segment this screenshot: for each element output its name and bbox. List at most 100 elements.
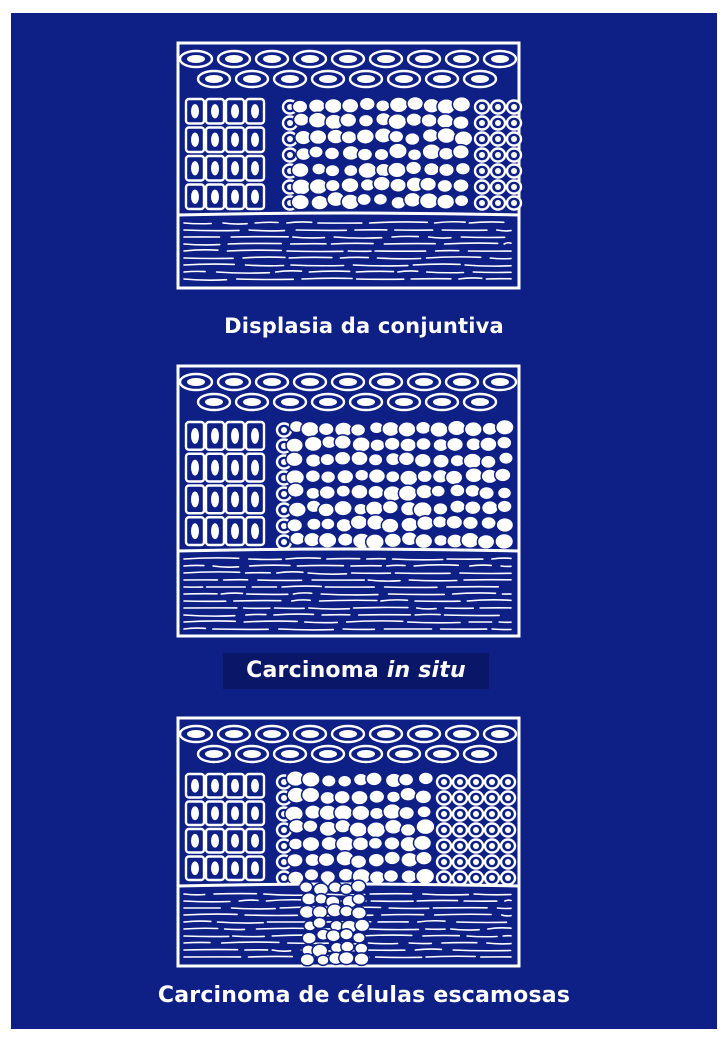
cell-nucleus: [191, 104, 199, 118]
cell-nucleus: [339, 378, 357, 386]
atypical-cell: [384, 533, 401, 548]
atypical-cell: [321, 518, 335, 530]
atypical-cell: [368, 454, 382, 466]
atypical-cell: [433, 454, 449, 468]
atypical-cell: [305, 470, 320, 483]
cell-nucleus: [415, 730, 433, 738]
atypical-cell: [404, 192, 421, 207]
stroma-fiber: [320, 600, 377, 601]
atypical-cell: [453, 116, 469, 130]
atypical-cell: [465, 501, 481, 515]
stroma-fiber: [392, 236, 418, 237]
atypical-cell: [290, 532, 305, 545]
stroma-fiber: [409, 943, 431, 944]
cell-nucleus: [281, 75, 299, 83]
cell-nucleus: [457, 859, 463, 865]
cell-nucleus: [211, 104, 219, 118]
atypical-cell: [437, 179, 452, 192]
cell-nucleus: [495, 168, 501, 174]
atypical-cell: [416, 868, 435, 884]
atypical-cell: [321, 471, 336, 484]
cell-nucleus: [191, 861, 199, 875]
atypical-cell: [300, 882, 313, 893]
cell-nucleus: [211, 460, 219, 476]
cell-nucleus: [251, 834, 259, 848]
cell-nucleus: [489, 859, 495, 865]
stroma-fiber: [408, 622, 460, 623]
cell-nucleus: [191, 428, 199, 444]
stroma-fiber: [250, 565, 290, 566]
atypical-cell: [367, 822, 386, 838]
dysplasia-diagram: [166, 33, 531, 298]
cell-nucleus: [187, 730, 205, 738]
cell-nucleus: [231, 834, 239, 848]
atypical-cell: [497, 487, 511, 499]
atypical-cell: [320, 453, 335, 465]
atypical-cell: [382, 500, 398, 514]
atypical-cell: [481, 455, 496, 468]
atypical-cell: [416, 421, 431, 434]
cell-nucleus: [191, 133, 199, 147]
atypical-cell: [439, 147, 454, 160]
stroma-fiber: [497, 230, 511, 231]
atypical-cell: [340, 884, 352, 895]
cell-nucleus: [281, 859, 287, 865]
atypical-cell: [334, 451, 350, 465]
atypical-cell: [301, 422, 319, 438]
atypical-cell: [496, 518, 513, 533]
atypical-cell: [313, 917, 326, 928]
cell-nucleus: [473, 779, 479, 785]
atypical-cell: [318, 853, 334, 867]
atypical-cell: [355, 919, 370, 932]
cell-nucleus: [243, 75, 261, 83]
stroma-fiber: [184, 223, 211, 224]
atypical-cell: [454, 195, 468, 207]
atypical-cell: [461, 532, 480, 548]
atypical-cell: [437, 128, 456, 144]
atypical-cell: [304, 869, 319, 881]
cell-nucleus: [511, 168, 517, 174]
atypical-cell: [437, 194, 455, 209]
cell-nucleus: [505, 875, 511, 881]
atypical-cell: [384, 837, 400, 851]
cell-nucleus: [453, 378, 471, 386]
atypical-cell: [366, 534, 385, 550]
atypical-cell: [338, 775, 352, 787]
atypical-cell: [437, 114, 454, 129]
stroma-fiber: [340, 257, 368, 258]
stroma-fiber: [184, 928, 218, 929]
atypical-cell: [302, 836, 320, 851]
atypical-cell: [401, 517, 418, 532]
atypical-cell: [480, 437, 497, 452]
stroma-fiber: [387, 565, 405, 566]
atypical-cell: [368, 469, 385, 484]
cell-nucleus: [479, 152, 485, 158]
cell-nucleus: [441, 811, 447, 817]
cell-nucleus: [211, 190, 219, 204]
atypical-cell: [414, 453, 431, 467]
atypical-cell: [340, 113, 357, 127]
atypical-cell: [407, 96, 424, 110]
stroma-fiber: [474, 894, 511, 895]
cell-nucleus: [225, 55, 243, 63]
cell-nucleus: [377, 55, 395, 63]
stroma-fiber: [321, 594, 378, 595]
stroma-fiber: [492, 629, 511, 630]
stroma-fiber: [249, 956, 293, 957]
atypical-cell: [300, 954, 314, 966]
atypical-cell: [452, 97, 470, 112]
cell-nucleus: [231, 491, 239, 507]
stroma-fiber: [409, 580, 457, 581]
atypical-cell: [311, 195, 328, 210]
cell-nucleus: [357, 75, 375, 83]
cell-nucleus: [489, 811, 495, 817]
cell-nucleus: [505, 843, 511, 849]
stroma-fiber: [228, 243, 281, 244]
cell-nucleus: [495, 120, 501, 126]
stroma-fiber: [184, 894, 205, 895]
cell-nucleus: [287, 136, 293, 142]
cell-nucleus: [495, 200, 501, 206]
cell-nucleus: [211, 161, 219, 175]
cell-nucleus: [191, 161, 199, 175]
atypical-cell: [399, 773, 414, 786]
